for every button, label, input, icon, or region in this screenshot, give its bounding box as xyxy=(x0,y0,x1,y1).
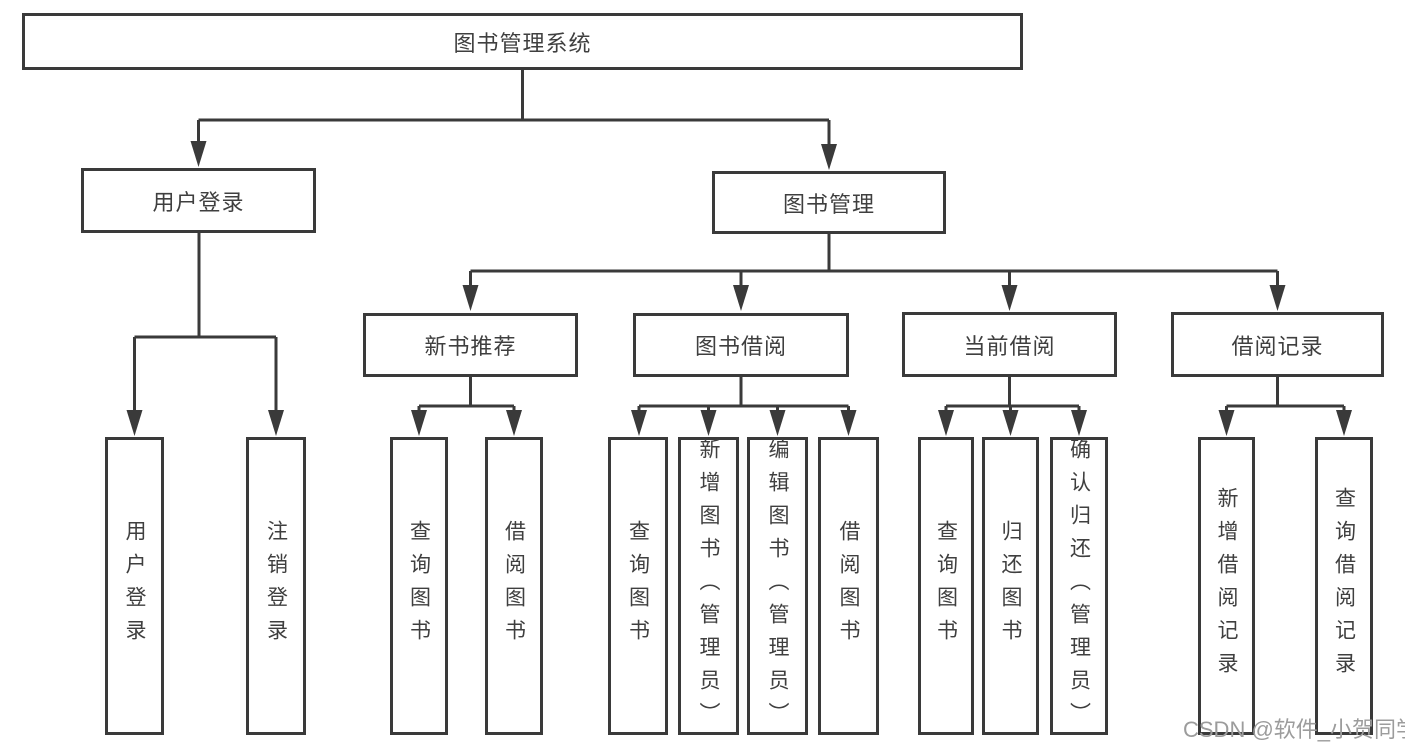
leaf-add-book-admin: 新增图书（管理员） xyxy=(678,437,739,735)
leaf-query-book-borrow: 查询图书 xyxy=(608,437,668,735)
connector-new-book-recommend-children xyxy=(417,377,516,413)
connector-book-borrow-children xyxy=(637,377,850,413)
leaf-borrow-book: 借阅图书 xyxy=(818,437,879,735)
arrowhead xyxy=(769,410,786,436)
node-label: 编辑图书（管理员） xyxy=(766,437,789,735)
node-label: 图书管理系统 xyxy=(453,30,592,56)
node-label: 图书管理 xyxy=(782,191,875,217)
arrowhead xyxy=(938,410,954,436)
node-borrow-records: 借阅记录 xyxy=(1171,312,1384,377)
node-label: 确认归还（管理员） xyxy=(1067,437,1091,735)
connector-current-borrow-children xyxy=(944,377,1081,413)
arrowhead xyxy=(1269,285,1286,311)
connector-borrow-records-children xyxy=(1225,377,1346,413)
arrowhead xyxy=(268,410,284,436)
node-label: 查询借阅记录 xyxy=(1332,487,1356,685)
watermark: CSDN @软件_小贺同学 xyxy=(1183,717,1405,742)
arrowhead xyxy=(821,144,837,170)
arrowhead xyxy=(462,285,479,311)
node-book-management: 图书管理 xyxy=(712,171,946,234)
leaf-confirm-return-admin: 确认归还（管理员） xyxy=(1050,437,1108,735)
leaf-user-login: 用户登录 xyxy=(105,437,164,735)
node-label: 新增图书（管理员） xyxy=(697,437,720,735)
arrowhead xyxy=(411,410,427,436)
node-label: 用户登录 xyxy=(123,520,146,652)
leaf-query-book-current: 查询图书 xyxy=(918,437,974,735)
arrowhead xyxy=(631,410,647,436)
arrowhead xyxy=(700,410,717,436)
node-label: 当前借阅 xyxy=(963,333,1056,359)
arrowheads xyxy=(126,141,1352,436)
arrowhead xyxy=(1001,285,1018,311)
node-label: 查询图书 xyxy=(626,520,650,652)
arrowhead xyxy=(1218,410,1235,436)
leaf-query-borrow-record: 查询借阅记录 xyxy=(1315,437,1373,735)
leaf-borrow-book-recommend: 借阅图书 xyxy=(485,437,543,735)
arrowhead xyxy=(733,285,749,311)
connector-book-management-children xyxy=(469,234,1279,288)
arrowhead xyxy=(840,410,857,436)
node-book-borrow: 图书借阅 xyxy=(633,313,849,377)
leaf-edit-book-admin: 编辑图书（管理员） xyxy=(747,437,808,735)
arrowhead xyxy=(126,410,143,436)
arrowhead xyxy=(190,141,207,167)
node-label: 新增借阅记录 xyxy=(1215,487,1238,685)
node-user-login: 用户登录 xyxy=(81,168,316,233)
leaf-return-book: 归还图书 xyxy=(982,437,1039,735)
node-label: 查询图书 xyxy=(934,520,958,652)
leaf-add-borrow-record: 新增借阅记录 xyxy=(1198,437,1255,735)
node-label: 新书推荐 xyxy=(424,334,517,359)
connector-root-to-level2 xyxy=(197,70,831,147)
leaf-query-book-recommend: 查询图书 xyxy=(390,437,448,735)
node-label: 图书借阅 xyxy=(694,334,787,359)
arrowhead xyxy=(1336,410,1352,436)
leaf-logout: 注销登录 xyxy=(246,437,306,735)
node-label: 用户登录 xyxy=(152,189,245,215)
node-root: 图书管理系统 xyxy=(22,13,1023,70)
node-label: 查询图书 xyxy=(407,520,431,652)
node-label: 归还图书 xyxy=(999,520,1022,652)
node-current-borrow: 当前借阅 xyxy=(902,312,1117,377)
arrowhead xyxy=(1002,410,1019,436)
node-label: 注销登录 xyxy=(264,520,288,652)
arrowhead xyxy=(506,410,522,436)
node-new-book-recommend: 新书推荐 xyxy=(363,313,578,377)
node-label: 借阅图书 xyxy=(502,520,526,652)
arrowhead xyxy=(1071,410,1087,436)
connector-user-login-children xyxy=(133,233,278,413)
node-label: 借阅图书 xyxy=(837,520,860,652)
node-label: 借阅记录 xyxy=(1231,333,1324,359)
